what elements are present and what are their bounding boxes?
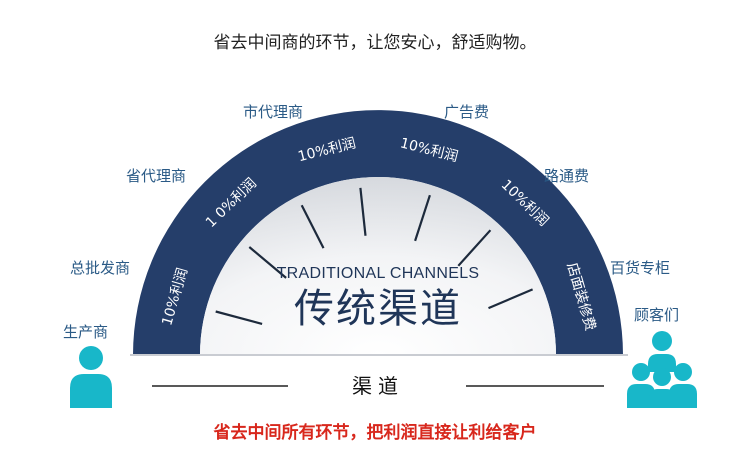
channel-label: 渠道 bbox=[352, 374, 404, 398]
inner-semicircle bbox=[200, 177, 556, 355]
spoke-line bbox=[359, 187, 367, 236]
bottom-slogan: 省去中间所有环节，把利润直接让利给客户 bbox=[213, 423, 537, 443]
spoke-line bbox=[414, 194, 431, 242]
stage-general-wholesaler: 总批发商 bbox=[70, 259, 131, 277]
spoke-line bbox=[248, 246, 287, 279]
stage-customers: 顾客们 bbox=[634, 306, 680, 324]
spoke-line bbox=[215, 310, 263, 325]
people-group-icon bbox=[627, 331, 697, 408]
spoke-line bbox=[488, 288, 534, 310]
stage-advertising-fee: 广告费 bbox=[444, 103, 490, 121]
spoke-line bbox=[300, 204, 325, 249]
channels-arc bbox=[133, 110, 623, 356]
center-title: 传统渠道 bbox=[294, 286, 462, 332]
headline: 省去中间商的环节，让您安心，舒适购物。 bbox=[213, 33, 537, 53]
stage-department-counter: 百货专柜 bbox=[610, 259, 671, 277]
center-subtitle: TRADITIONAL CHANNELS bbox=[277, 265, 480, 282]
stage-provincial-agent: 省代理商 bbox=[126, 167, 187, 185]
person-icon bbox=[70, 346, 112, 408]
spoke-line bbox=[457, 229, 492, 267]
stage-producer: 生产商 bbox=[63, 323, 109, 341]
stage-city-agent: 市代理商 bbox=[243, 103, 304, 121]
spoke-lines bbox=[215, 187, 534, 325]
stage-road-fee: 路通费 bbox=[544, 167, 590, 185]
